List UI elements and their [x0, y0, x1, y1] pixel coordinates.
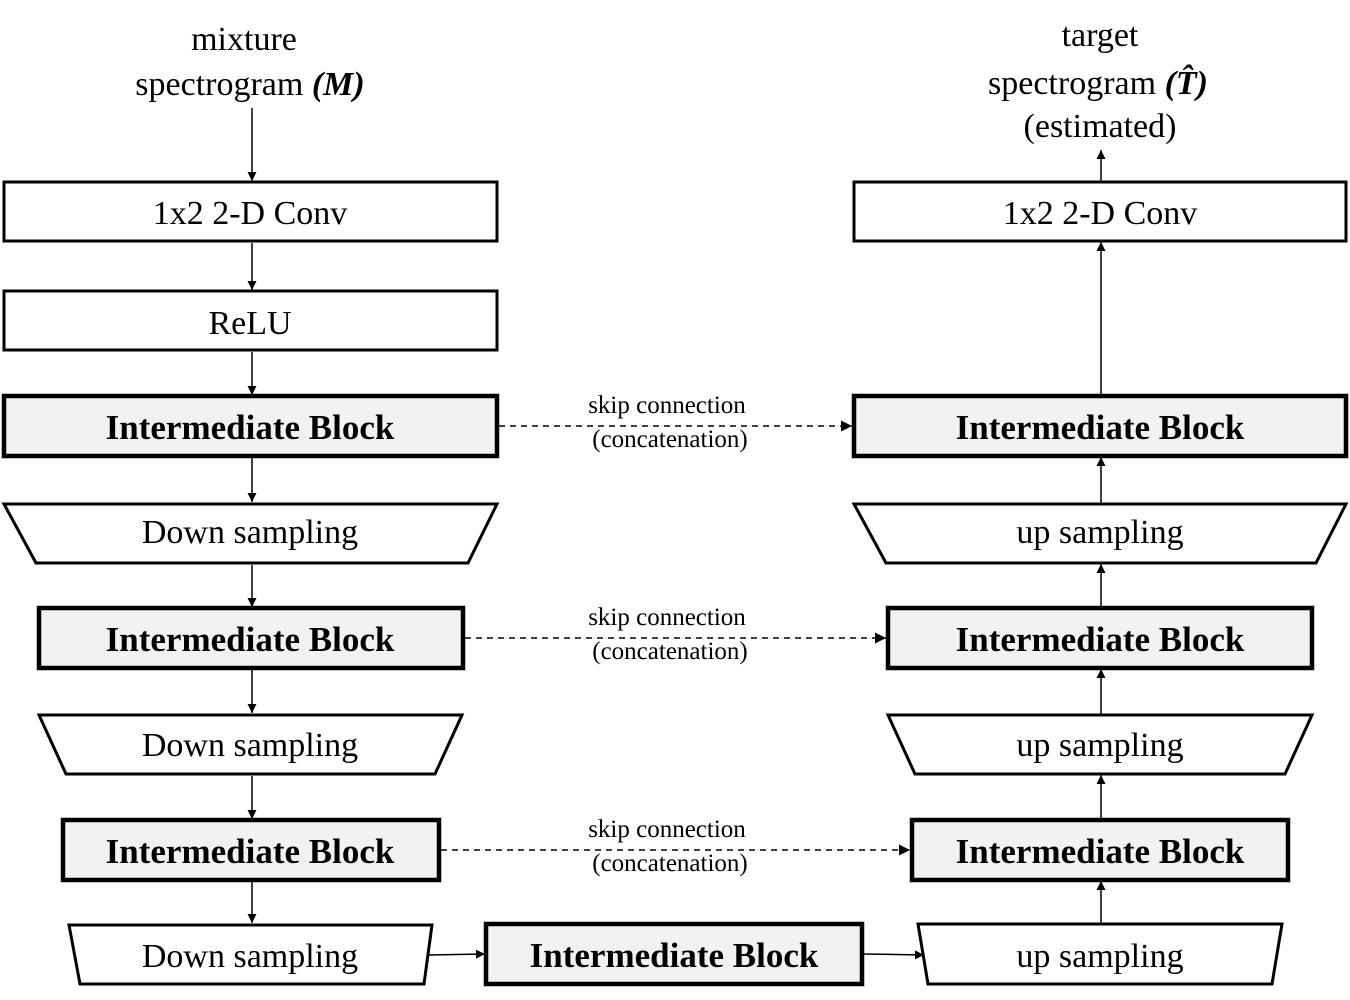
encoder-intermediate-block-2: Intermediate Block [36, 605, 466, 671]
encoder-block-1-label: Intermediate Block [106, 408, 395, 447]
output-label-line3: (estimated) [1024, 108, 1177, 145]
encoder-intermediate-block-1: Intermediate Block [1, 393, 500, 459]
skip-connection-3: skip connection (concatenation) [441, 816, 910, 877]
encoder-relu-label: ReLU [208, 305, 291, 342]
input-label-line1: mixture [191, 21, 297, 58]
skip-3-label: skip connection [588, 816, 746, 843]
decoder-conv: 1x2 2-D Conv [852, 180, 1348, 243]
decoder-block-2-label: Intermediate Block [956, 620, 1245, 659]
output-label: target spectrogram (T̂) (estimated) [988, 17, 1208, 145]
skip-1-label: skip connection [588, 392, 746, 419]
encoder-intermediate-block-3: Intermediate Block [60, 817, 442, 883]
encoder-block-2-label: Intermediate Block [106, 620, 395, 659]
encoder-relu: ReLU [2, 289, 499, 352]
output-label-line1: target [1062, 17, 1139, 54]
decoder-block-3-label: Intermediate Block [956, 832, 1245, 871]
decoder-intermediate-block-1: Intermediate Block [851, 393, 1349, 459]
encoder-downsampling-1: Down sampling [1, 502, 500, 565]
encoder-conv-label: 1x2 2-D Conv [153, 195, 348, 232]
input-label-line2: spectrogram (M) [135, 66, 364, 103]
decoder-upsampling-2: up sampling [885, 713, 1315, 776]
decoder-intermediate-block-3: Intermediate Block [909, 817, 1291, 883]
decoder-up-1-label: up sampling [1016, 514, 1183, 551]
decoder-up-3-label: up sampling [1016, 938, 1183, 975]
encoder-down-1-label: Down sampling [142, 514, 358, 551]
bottleneck-block-label: Intermediate Block [530, 936, 819, 975]
output-label-line2: spectrogram (T̂) [988, 63, 1208, 102]
encoder-conv: 1x2 2-D Conv [2, 180, 499, 243]
decoder-up-2-label: up sampling [1016, 727, 1183, 764]
skip-connection-1: skip connection (concatenation) [499, 392, 852, 453]
decoder-upsampling-3: up sampling [916, 922, 1284, 986]
decoder-upsampling-1: up sampling [851, 502, 1349, 565]
decoder-intermediate-block-2: Intermediate Block [885, 605, 1315, 671]
decoder-block-1-label: Intermediate Block [956, 408, 1245, 447]
skip-2-sublabel: (concatenation) [592, 638, 747, 665]
encoder-down-3-label: Down sampling [142, 938, 358, 975]
encoder-downsampling-2: Down sampling [36, 713, 465, 776]
encoder-downsampling-3: Down sampling [67, 923, 434, 986]
encoder-block-3-label: Intermediate Block [106, 832, 395, 871]
decoder-conv-label: 1x2 2-D Conv [1003, 195, 1198, 232]
input-label: mixture spectrogram (M) [135, 21, 364, 103]
skip-2-label: skip connection [588, 604, 746, 631]
arrow-bottleneck-to-up3 [863, 950, 925, 960]
skip-1-sublabel: (concatenation) [592, 426, 747, 453]
arrow-down3-to-bottleneck [427, 949, 486, 959]
encoder-down-2-label: Down sampling [142, 727, 358, 764]
skip-connection-2: skip connection (concatenation) [465, 604, 886, 665]
bottleneck-intermediate-block: Intermediate Block [483, 921, 865, 987]
skip-3-sublabel: (concatenation) [592, 850, 747, 877]
